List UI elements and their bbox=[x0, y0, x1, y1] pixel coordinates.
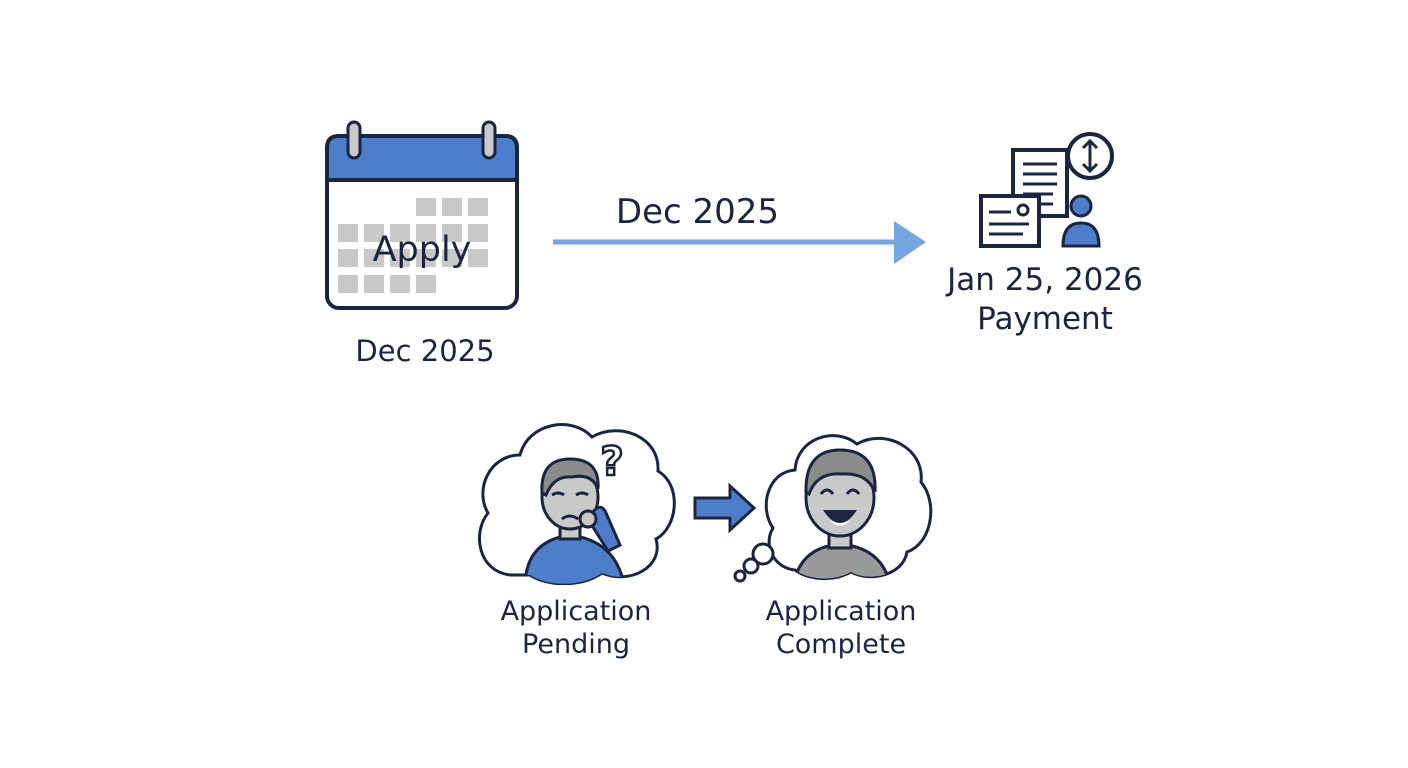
payment-date: Jan 25, 2026 bbox=[947, 262, 1143, 298]
pending-label-line1: Application bbox=[500, 596, 652, 627]
calendar-day-cell bbox=[468, 224, 488, 242]
calendar-day-cell bbox=[390, 224, 410, 242]
calendar-day-cell bbox=[442, 224, 462, 242]
calendar-day-cell bbox=[468, 249, 488, 267]
calendar-apply-text: Apply bbox=[373, 230, 472, 270]
calendar-day-cell bbox=[442, 249, 462, 267]
calendar-day-cell bbox=[416, 224, 436, 242]
calendar-day-cell bbox=[390, 275, 410, 293]
right-arrow-icon bbox=[693, 482, 757, 534]
calendar-day-cell bbox=[338, 224, 358, 242]
calendar-day-cell bbox=[338, 275, 358, 293]
question-mark: ? bbox=[600, 439, 623, 485]
payment-label: Payment bbox=[977, 301, 1113, 337]
calendar-date-label: Dec 2025 bbox=[355, 334, 495, 368]
pending-label-line2: Pending bbox=[522, 629, 630, 660]
complete-label-line1: Application bbox=[765, 596, 917, 627]
calendar-day-cell bbox=[364, 249, 384, 267]
timeline-arrow bbox=[553, 221, 926, 264]
calendar-day-cell bbox=[390, 249, 410, 267]
payment-documents-icon bbox=[979, 132, 1114, 248]
calendar-day-cell bbox=[364, 275, 384, 293]
calendar-icon: Apply bbox=[325, 120, 519, 310]
timeline-arrow-label: Dec 2025 bbox=[615, 192, 780, 232]
calendar-day-cell bbox=[338, 249, 358, 267]
calendar-day-cell bbox=[364, 224, 384, 242]
confused-person-thought-bubble-icon: ? bbox=[478, 423, 676, 585]
calendar-day-cell bbox=[442, 198, 462, 216]
complete-label-line2: Complete bbox=[775, 629, 907, 660]
calendar-day-cell bbox=[416, 249, 436, 267]
calendar-day-cell bbox=[468, 198, 488, 216]
calendar-day-cell bbox=[416, 275, 436, 293]
calendar-day-cell bbox=[416, 198, 436, 216]
happy-person-thought-bubble-icon bbox=[733, 434, 933, 583]
